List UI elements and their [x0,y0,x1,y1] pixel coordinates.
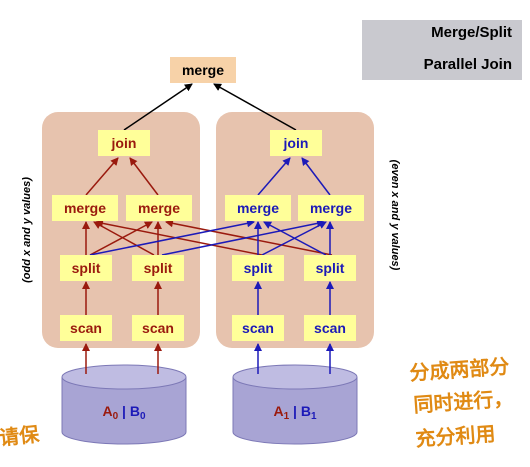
handwritten-note-line-2: 同时进行， [413,386,514,417]
scan-label-3: scan [242,320,274,336]
left-join-node: join [98,130,150,156]
merge-label-3: merge [237,200,279,216]
join-to-merge-arrows [123,83,297,131]
split-node-4: split [304,255,356,281]
merge-label-2: merge [138,200,180,216]
handwritten-note-line-3: 充分利用 [415,421,496,451]
scan-to-split-arrows [82,281,334,315]
left-partition-panel [42,112,200,348]
merge-node-1: merge [52,195,118,221]
merge-node-3: merge [225,195,291,221]
right-join-node: join [270,130,322,156]
scan-label-1: scan [70,320,102,336]
split-node-1: split [60,255,112,281]
slide-subtitle: Parallel Join [423,56,512,73]
split-label-2: split [144,260,173,276]
scan-node-2: scan [132,315,184,341]
scan-label-2: scan [142,320,174,336]
right-disk-label: A1 | B1 [273,403,317,422]
handwritten-note-bottom-left: 请保 [0,422,41,450]
split-node-2: split [132,255,184,281]
right-join-label: join [283,135,309,151]
top-merge-node: merge [170,57,236,83]
top-merge-label: merge [182,62,224,78]
split-label-1: split [72,260,101,276]
split-label-3: split [244,260,273,276]
split-node-3: split [232,255,284,281]
scan-label-4: scan [314,320,346,336]
split-label-4: split [316,260,345,276]
right-disk: A1 | B1 [232,364,358,445]
right-partition-panel [216,112,374,348]
right-side-label: (even x and y values) [389,160,401,271]
disk-to-scan-arrows [82,343,334,374]
merge-label-1: merge [64,200,106,216]
split-to-merge-arrows [82,219,334,256]
merge-label-4: merge [310,200,352,216]
left-disk: A0 | B0 [61,364,187,445]
scan-node-4: scan [304,315,356,341]
slide-title: Merge/Split [431,24,512,41]
merge-node-4: merge [298,195,364,221]
handwritten-note-line-1: 分成两部分 [409,354,510,385]
scan-node-1: scan [60,315,112,341]
merge-to-join-arrows [85,157,331,196]
merge-node-2: merge [126,195,192,221]
slide-title-box: Merge/Split Parallel Join [362,20,522,80]
scan-node-3: scan [232,315,284,341]
left-join-label: join [111,135,137,151]
left-side-label: (odd x and y values) [21,177,33,283]
left-disk-label: A0 | B0 [102,403,146,422]
